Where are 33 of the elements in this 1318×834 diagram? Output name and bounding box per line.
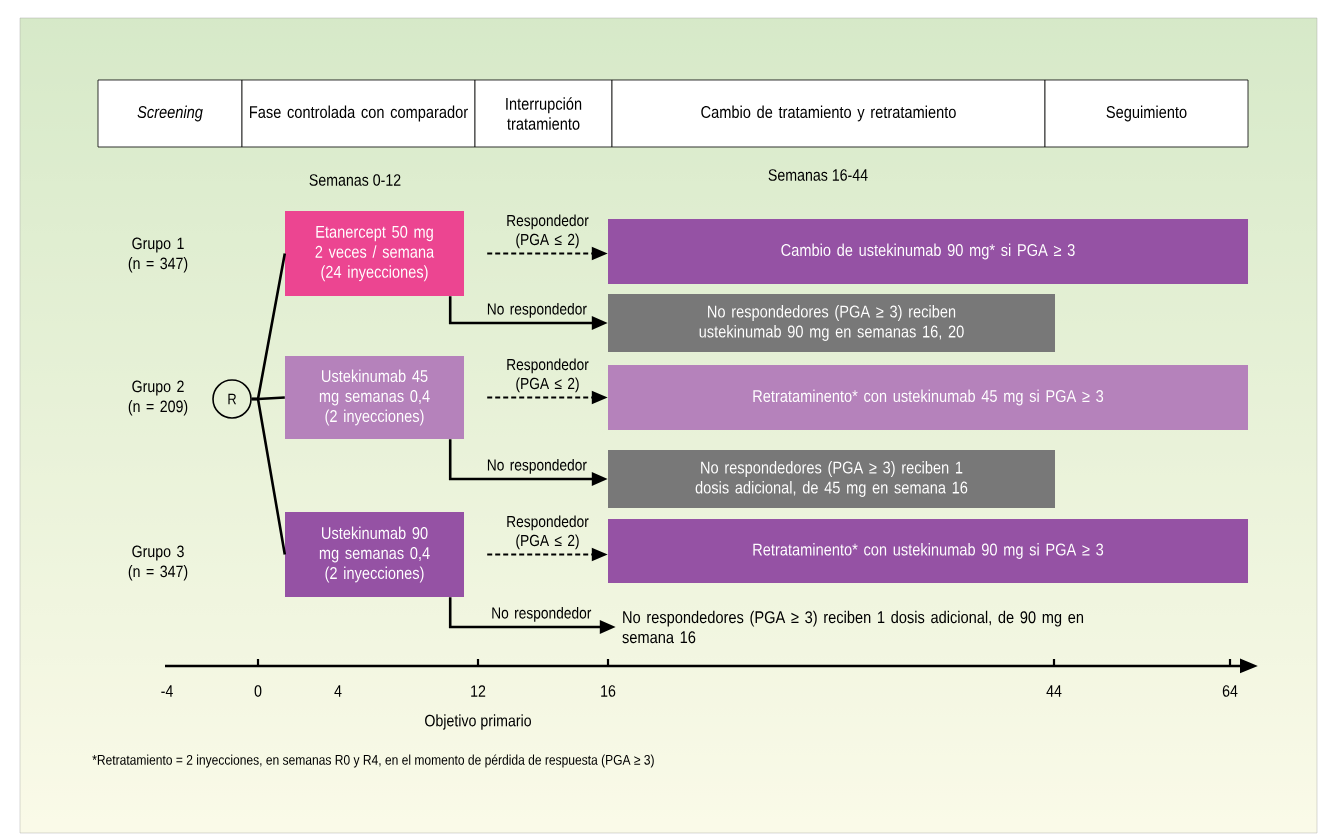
treatment-box: Etanercept 50 mg 2 veces / semana (24 inyecciones) [285,211,464,296]
footnote: *Retratamiento = 2 inyecciones, en semanas R0 y R4, en el momento de pérdida de respuesta (PGA ≥ 3) [92,754,654,768]
outcome-text: No respondedores (PGA ≥ 3) reciben 1 dosis adicional, de 90 mg en semana 16 [622,610,1084,644]
group-label: Grupo 3 (n = 347) [128,545,188,581]
edge-label: Respondedor (PGA ≤ 2) [507,358,589,393]
header-cell: Screening [97,79,243,148]
header-cell: Interrupción tratamiento [474,79,613,148]
tick-label: 0 [254,685,262,697]
treatment-box: Ustekinumab 90 mg semanas 0,4 (2 inyecciones) [285,512,464,597]
tick-label: 4 [334,685,342,697]
week-range-label: Semanas 16-44 [768,169,868,181]
tick-label: 44 [1046,685,1062,697]
edge-label: No respondedor [492,606,592,622]
group-label: Grupo 1 (n = 347) [128,237,188,273]
edge-label: Respondedor (PGA ≤ 2) [507,515,589,550]
outcome-box: No respondedores (PGA ≥ 3) reciben 1 dosis adicional, de 45 mg en semana 16 [608,450,1055,508]
outcome-box: Retrataminento* con ustekinumab 90 mg si PGA ≥ 3 [608,519,1248,583]
edge-label: No respondedor [487,302,587,318]
header-cell: Seguimiento [1044,79,1249,148]
edge-label: Respondedor (PGA ≤ 2) [507,214,589,249]
header-cell: Fase controlada con comparador [241,79,476,148]
group-label: Grupo 2 (n = 209) [128,380,188,416]
axis-caption: Objetivo primario [425,714,531,730]
treatment-box: Ustekinumab 45 mg semanas 0,4 (2 inyecciones) [285,356,464,439]
outcome-box: Cambio de ustekinumab 90 mg* si PGA ≥ 3 [608,219,1248,284]
tick-label: -4 [161,685,173,697]
week-range-label: Semanas 0-12 [309,174,401,186]
edge-label: No respondedor [487,458,587,474]
outcome-box: No respondedores (PGA ≥ 3) reciben ustekinumab 90 mg en semanas 16, 20 [608,294,1055,352]
tick-label: 64 [1222,685,1238,697]
tick-label: 12 [471,685,486,697]
outcome-box: Retrataminento* con ustekinumab 45 mg si PGA ≥ 3 [608,365,1248,430]
tick-label: 16 [601,685,616,697]
